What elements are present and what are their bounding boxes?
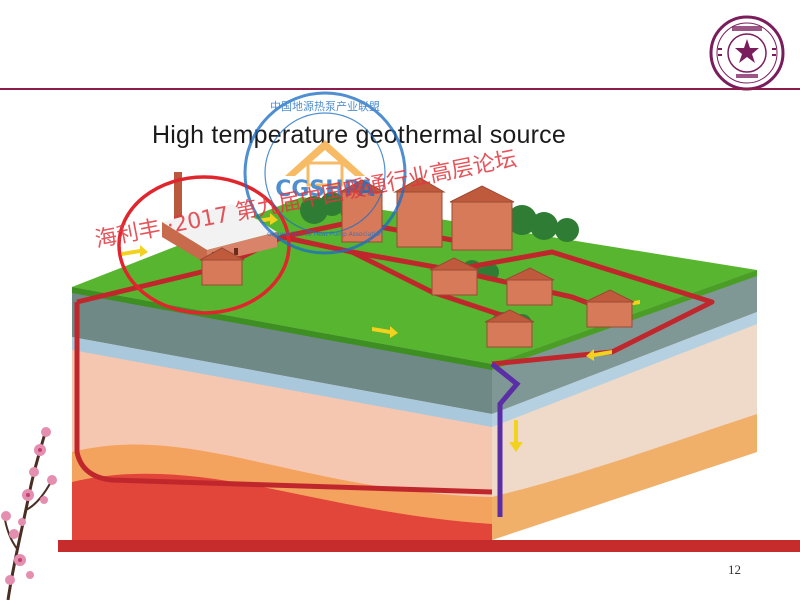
soil-layer — [72, 287, 492, 414]
footer-band — [58, 540, 800, 552]
university-seal-logo — [709, 15, 785, 91]
slide-title: High temperature geothermal source — [152, 121, 566, 149]
stamp-sub-text: Ground Source Heat Pump Association — [267, 231, 383, 238]
header-rule — [0, 88, 800, 90]
cold-return-pipe — [490, 362, 521, 517]
plum-blossom-decoration — [1, 427, 57, 600]
association-stamp-watermark: CGSHPA 中国地源热泵产业联盟 Ground Source Heat Pum… — [243, 91, 407, 255]
geothermal-illustration — [72, 172, 757, 540]
houses — [199, 177, 635, 348]
stamp-label: CGSHPA — [275, 177, 375, 202]
slide-number: 12 — [728, 562, 741, 577]
stamp-ring-text: 中国地源热泵产业联盟 — [270, 99, 380, 113]
